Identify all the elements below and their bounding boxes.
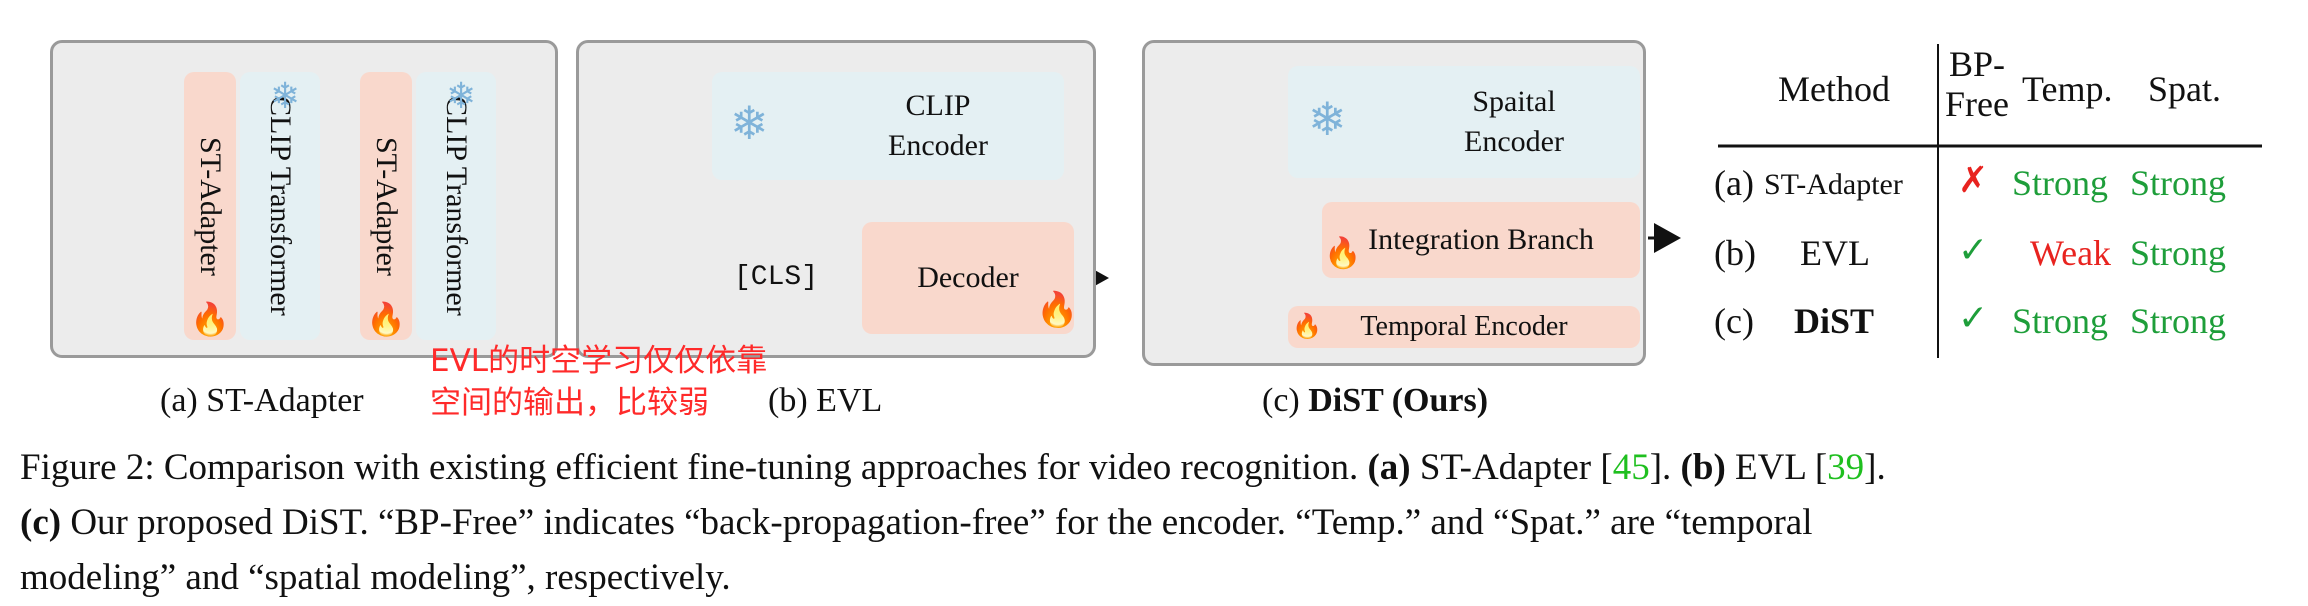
caption-figure-text: Figure 2: Comparison with existing effic… [20,447,1359,488]
temporal-encoder-block: Temporal Encoder [1288,306,1640,348]
caption-ref-39[interactable]: 39 [1827,447,1865,488]
annotation-line-1: EVL的时空学习仅仅依靠 [430,343,768,379]
cls-token-label: [CLS] [734,262,819,293]
clip-transformer-block: CLIP Transformer [416,72,496,340]
snowflake-icon: ❄ [1308,92,1347,146]
panel-b-caption: (b) EVL [768,382,883,419]
panel-c-caption: (c) DiST (Ours) [1262,382,1488,420]
caption-line-2-text: Our proposed DiST. “BP-Free” indicates “… [70,502,1813,543]
panel-c-caption-prefix: (c) [1262,382,1309,419]
caption-a-tag: (a) [1367,447,1411,488]
figure-caption: Figure 2: Comparison with existing effic… [20,440,2290,605]
header-bp-free: BP- Free [1942,44,2012,124]
decoder-block: Decoder [862,222,1074,334]
clip-transformer-block: CLIP Transformer [240,72,320,340]
row-a-bp-cross-icon: ✗ [1958,160,1989,201]
row-a-method: ST-Adapter [1764,168,1903,201]
clip-transformer-label: CLIP Transformer [263,96,297,316]
clip-transformer-label: CLIP Transformer [439,96,473,316]
row-b-method: EVL [1800,233,1870,273]
st-adapter-block: ST-Adapter [360,72,412,340]
annotation-line-2: 空间的输出，比较弱 [430,385,709,421]
header-bp-free-line-2: Free [1945,84,2009,124]
table-rules [1718,44,2262,358]
row-b-spat: Strong [2130,233,2227,273]
fire-icon: 🔥 [1036,290,1079,330]
row-b-bp-check-icon: ✓ [1958,230,1989,271]
caption-line-1: Figure 2: Comparison with existing effic… [20,447,1886,488]
fire-icon: 🔥 [190,300,230,338]
st-adapter-label: ST-Adapter [369,136,403,276]
st-adapter-label: ST-Adapter [193,136,227,276]
caption-ref-45[interactable]: 45 [1612,447,1650,488]
header-temp: Temp. [2022,69,2113,109]
row-a-temp: Strong [2012,163,2109,203]
row-c-index: (c) [1714,301,1754,341]
header-spat: Spat. [2148,69,2222,109]
clip-encoder-block: CLIP Encoder [712,72,1064,180]
row-b-index: (b) [1714,233,1756,273]
annotation-note: EVL的时空学习仅仅依靠 空间的输出，比较弱 [430,340,767,424]
caption-line-2: (c) Our proposed DiST. “BP-Free” indicat… [20,495,2290,550]
fire-icon: 🔥 [1324,236,1362,271]
integration-branch-block: Integration Branch [1322,202,1640,278]
row-c-method: DiST [1794,301,1875,341]
caption-b-name: EVL [1735,447,1806,488]
st-adapter-block: ST-Adapter [184,72,236,340]
spatial-encoder-block: Spaital Encoder [1288,66,1640,178]
panel-a-caption: (a) ST-Adapter [160,382,364,419]
row-a-spat: Strong [2130,163,2227,203]
header-bp-free-line-1: BP- [1948,44,2006,84]
caption-a-name: ST-Adapter [1419,447,1592,488]
spatial-encoder-label: Spaital Encoder [1464,85,1564,158]
row-c-bp-check-icon: ✓ [1958,298,1989,339]
row-b-temp: Weak [2030,233,2112,273]
row-a-index: (a) [1714,163,1754,203]
snowflake-icon: ❄ [270,76,301,117]
header-method: Method [1778,69,1890,109]
panel-c-caption-bold: DiST (Ours) [1308,382,1489,419]
row-c-temp: Strong [2012,301,2109,341]
snowflake-icon: ❄ [446,76,477,117]
row-c-spat: Strong [2130,301,2227,341]
snowflake-icon: ❄ [730,96,769,150]
caption-c-tag: (c) [20,502,62,543]
temporal-encoder-label: Temporal Encoder [1360,311,1568,342]
decoder-label: Decoder [917,261,1019,294]
integration-branch-label: Integration Branch [1368,223,1594,256]
fire-icon: 🔥 [366,300,406,338]
caption-line-3: modeling” and “spatial modeling”, respec… [20,557,731,598]
caption-b-tag: (b) [1680,447,1726,488]
fire-icon: 🔥 [1292,312,1322,340]
clip-encoder-label: CLIP Encoder [888,89,988,162]
